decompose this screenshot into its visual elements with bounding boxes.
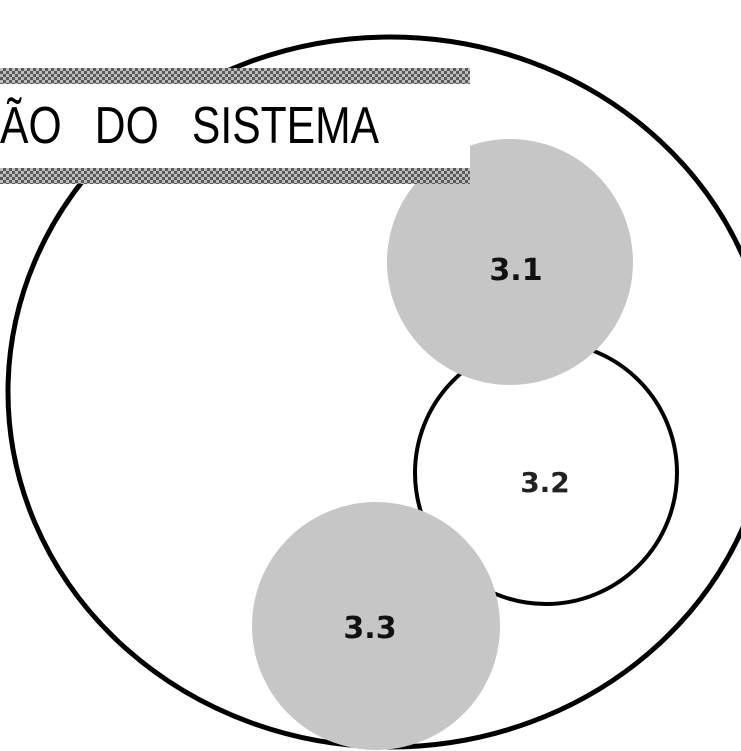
circle-3-3-label: 3.3 xyxy=(343,611,396,646)
circle-3-1-label: 3.1 xyxy=(489,253,542,288)
banner-top-band xyxy=(0,68,470,84)
circle-3-3 xyxy=(252,502,500,750)
banner-title: ÃO DO SISTEMA xyxy=(0,97,380,155)
banner-bottom-band xyxy=(0,168,470,184)
circle-3-2-label: 3.2 xyxy=(520,466,570,499)
banner-body xyxy=(0,84,470,168)
title-banner: ÃO DO SISTEMA xyxy=(0,68,470,188)
circle-3-1 xyxy=(387,139,633,385)
